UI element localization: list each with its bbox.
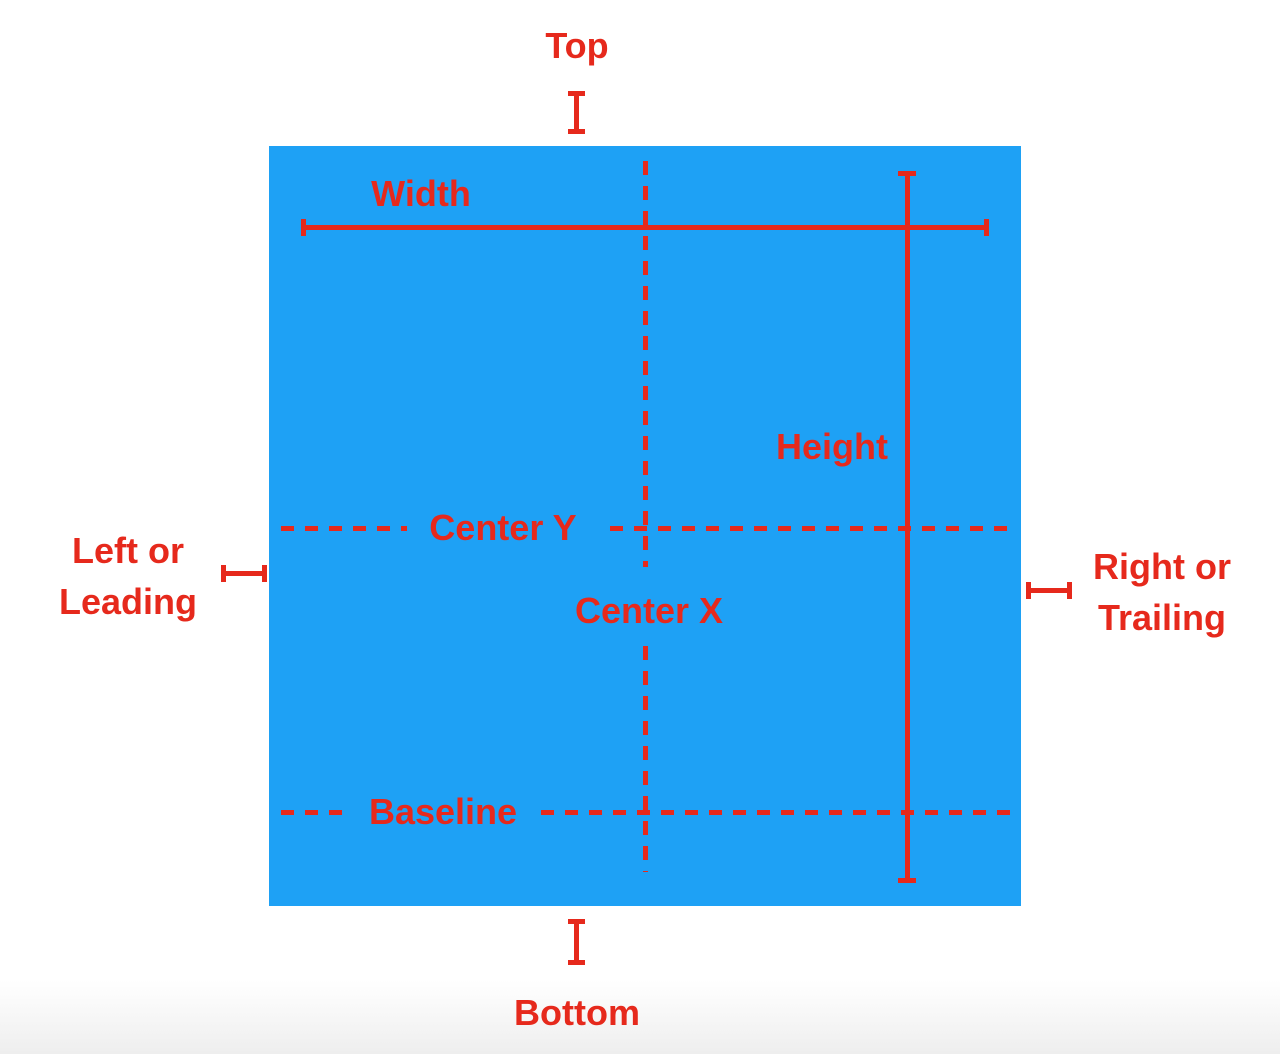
center-x-guide-upper bbox=[643, 161, 648, 567]
center-y-guide-left bbox=[281, 526, 407, 531]
beam-cap bbox=[568, 129, 585, 134]
right-trailing-label-line1: Right or bbox=[1093, 545, 1231, 587]
beam-cap bbox=[1067, 582, 1072, 599]
beam-line bbox=[1026, 588, 1072, 593]
baseline-guide-right bbox=[541, 810, 1012, 815]
beam-cap bbox=[898, 878, 916, 883]
center-y-guide-right bbox=[610, 526, 1012, 531]
left-leading-label: Left or Leading bbox=[59, 525, 197, 627]
beam-line bbox=[574, 91, 579, 134]
right-trailing-label: Right or Trailing bbox=[1093, 541, 1231, 643]
trailing-inset-beam-icon bbox=[1026, 582, 1072, 599]
baseline-guide-left bbox=[281, 810, 351, 815]
beam-line bbox=[221, 571, 267, 576]
bottom-label: Bottom bbox=[514, 992, 640, 1033]
width-label: Width bbox=[371, 173, 471, 214]
center-x-label: Center X bbox=[574, 590, 724, 631]
baseline-label: Baseline bbox=[368, 791, 518, 832]
right-trailing-label-line2: Trailing bbox=[1097, 597, 1227, 638]
top-inset-beam-icon bbox=[568, 91, 585, 134]
top-label: Top bbox=[545, 25, 609, 66]
center-y-label: Center Y bbox=[429, 507, 577, 548]
beam-line bbox=[574, 919, 579, 965]
beam-cap bbox=[262, 565, 267, 582]
left-leading-label-line1: Left or bbox=[71, 529, 184, 571]
beam-cap bbox=[984, 219, 989, 236]
leading-inset-beam-icon bbox=[221, 565, 267, 582]
center-x-guide-lower bbox=[643, 646, 648, 872]
height-label: Height bbox=[776, 426, 888, 467]
beam-cap bbox=[568, 960, 585, 965]
bottom-inset-beam-icon bbox=[568, 919, 585, 965]
left-leading-label-line2: Leading bbox=[58, 581, 198, 622]
